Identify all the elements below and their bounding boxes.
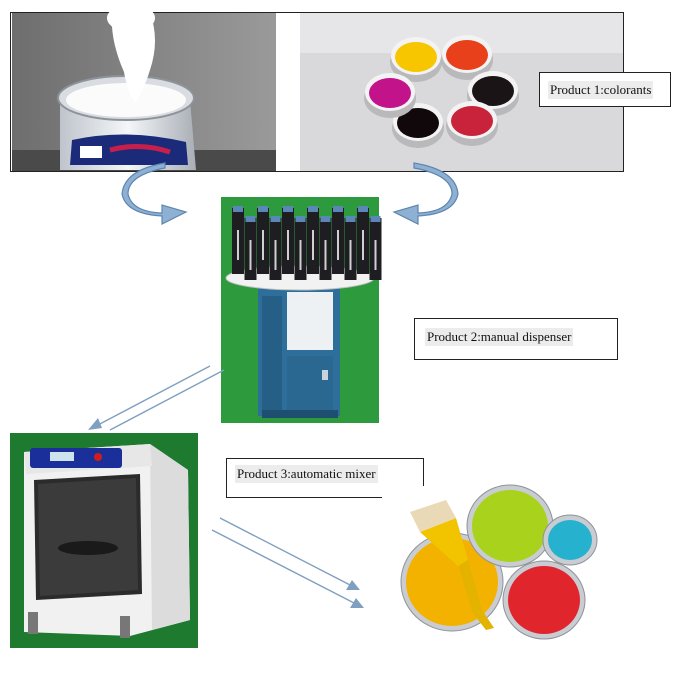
product-2-label-text: Product 2:manual dispenser: [425, 328, 574, 346]
colorant-cup: [446, 101, 498, 146]
dispenser-canister: [244, 216, 257, 280]
dispenser-canister: [369, 216, 382, 280]
product-2-label: Product 2:manual dispenser: [414, 318, 618, 360]
dispenser-canister: [282, 206, 294, 274]
colorant-cup: [364, 73, 416, 118]
product-1-label-text: Product 1:colorants: [548, 80, 654, 99]
dispenser-canister: [307, 206, 319, 274]
dispenser-canister: [269, 216, 282, 280]
dispenser-canister: [294, 216, 307, 280]
dispenser-canister: [232, 206, 244, 274]
paint-can: [502, 560, 586, 640]
paint-can: [542, 514, 598, 566]
product-1-label: Product 1:colorants: [539, 72, 671, 107]
dispenser-canister: [319, 216, 332, 280]
product-3-label-text: Product 3:automatic mixer: [235, 465, 378, 483]
dispenser-canister: [357, 206, 369, 274]
dispenser-canister: [257, 206, 269, 274]
dispenser-canister: [332, 206, 344, 274]
colorant-cup: [390, 37, 442, 82]
paint-can: [466, 484, 554, 568]
colorant-cup: [441, 35, 493, 80]
dispenser-canister: [344, 216, 357, 280]
